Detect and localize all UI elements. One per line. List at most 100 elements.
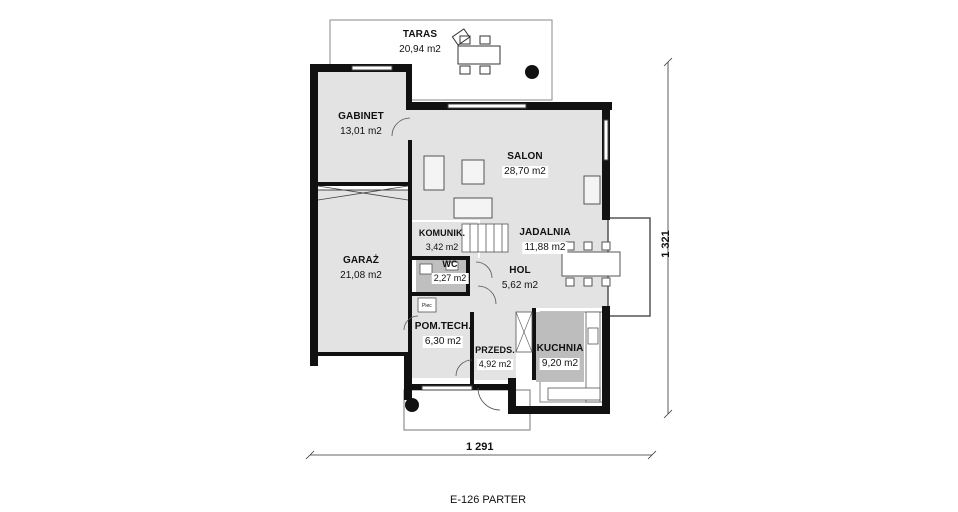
chair <box>565 277 575 287</box>
room-label-jadalnia: JADALNIA 11,88 m2 <box>519 227 571 254</box>
room-label-kuchnia: KUCHNIA 9,20 m2 <box>537 344 584 370</box>
room-name: HOL <box>509 265 531 276</box>
stairs <box>461 223 509 253</box>
room-name: TARAS <box>402 29 438 40</box>
room-label-garaz: GARAŻ 21,08 m2 <box>338 256 384 282</box>
room-area: 21,08 m2 <box>340 270 382 281</box>
wall <box>318 352 408 356</box>
garage-door-cross <box>317 185 409 201</box>
wall <box>406 64 412 110</box>
room-name: JADALNIA <box>519 227 571 238</box>
wall <box>508 406 610 414</box>
door-swing <box>391 117 411 137</box>
room-name: KUCHNIA <box>536 343 584 354</box>
height-dimension-label: 1 321 <box>659 230 672 258</box>
room-area: 20,94 m2 <box>399 44 441 55</box>
windows <box>351 65 609 391</box>
wall <box>408 140 412 356</box>
terrace-plant <box>525 65 539 79</box>
kitchen-counters <box>547 311 601 403</box>
dimension-lines <box>305 57 673 460</box>
room-label-gabinet: GABINET 13,01 m2 <box>338 112 384 138</box>
dining-set <box>561 241 621 287</box>
wall <box>508 378 516 412</box>
plan-title: E-126 PARTER <box>450 494 527 506</box>
room-name: WC <box>442 259 458 269</box>
dimension-tick <box>305 450 315 460</box>
counter <box>547 387 601 401</box>
gabinet-floor <box>318 72 410 184</box>
room-label-wc: WC 2,27 m2 <box>431 259 469 285</box>
window <box>351 65 393 71</box>
porch-plant <box>405 398 419 412</box>
room-area: 2,27 m2 <box>431 273 469 284</box>
room-label-hol: HOL 5,62 m2 <box>500 266 540 292</box>
garaz-floor <box>318 190 408 354</box>
boiler <box>417 297 437 313</box>
door-swing <box>403 315 419 331</box>
wall <box>404 352 412 400</box>
room-label-salon: SALON 28,70 m2 <box>502 152 548 178</box>
room-label-przeds: PRZEDS. 4,92 m2 <box>475 346 515 371</box>
door-swing <box>455 359 473 377</box>
sofa <box>453 197 493 219</box>
dining-table <box>561 251 621 277</box>
room-name: GABINET <box>338 111 384 122</box>
door-swing <box>477 285 497 305</box>
window <box>603 119 609 161</box>
window <box>421 385 473 391</box>
dimension-tick <box>647 450 657 460</box>
wardrobe-cross <box>515 311 533 353</box>
room-area: 13,01 m2 <box>340 126 382 137</box>
window <box>447 103 527 109</box>
room-name: POM.TECH. <box>414 321 472 332</box>
door-swing <box>475 261 493 279</box>
wall <box>412 256 470 260</box>
coffee-table <box>461 159 485 185</box>
wall <box>318 182 410 186</box>
room-area: 3,42 m2 <box>425 242 459 252</box>
sofa <box>423 155 445 191</box>
dimension-tick <box>663 57 673 67</box>
chair <box>583 241 593 251</box>
wall <box>532 308 536 380</box>
fireplace <box>583 175 601 205</box>
room-name: KOMUNIK. <box>418 228 466 238</box>
room-name: SALON <box>507 151 543 162</box>
room-area: 28,70 m2 <box>502 166 548 178</box>
hob <box>587 327 599 345</box>
toilet <box>419 263 433 275</box>
chair <box>601 277 611 287</box>
salon-furniture <box>423 155 601 219</box>
room-area: 11,88 m2 <box>522 242 568 254</box>
wall <box>412 292 470 296</box>
kuchnia-shaded <box>536 312 584 382</box>
dimension-tick <box>663 409 673 419</box>
chair <box>601 241 611 251</box>
door-swing <box>477 387 501 411</box>
chair <box>459 65 471 75</box>
wall <box>602 306 610 414</box>
terrace-furniture <box>451 28 501 75</box>
room-area: 9,20 m2 <box>539 358 581 370</box>
room-label-taras: TARAS 20,94 m2 <box>397 30 443 56</box>
chair <box>583 277 593 287</box>
chair <box>479 65 491 75</box>
room-label-komunik: KOMUNIK. 3,42 m2 <box>419 229 465 254</box>
room-label-pom-tech: POM.TECH. 6,30 m2 <box>415 322 471 348</box>
wall <box>602 102 610 220</box>
room-name: PRZEDS. <box>475 345 515 355</box>
chair <box>479 35 491 45</box>
lounger <box>451 28 471 46</box>
stairs-outline <box>461 223 509 253</box>
chair <box>459 35 471 45</box>
room-area: 4,92 m2 <box>476 359 514 370</box>
room-area: 6,30 m2 <box>422 336 464 348</box>
width-dimension-label: 1 291 <box>466 441 494 453</box>
wall <box>470 312 474 384</box>
room-name: GARAŻ <box>342 255 380 266</box>
wall <box>310 64 318 366</box>
terrace-table <box>457 45 501 65</box>
sink <box>445 261 459 271</box>
